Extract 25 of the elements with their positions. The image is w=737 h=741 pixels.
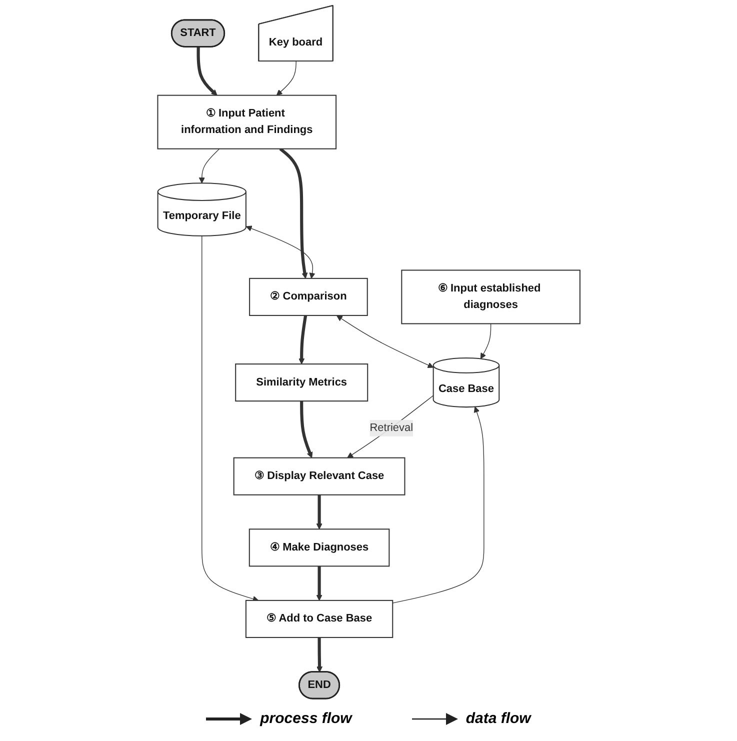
arrow [480,323,491,360]
node-box: ① Input Patient information and Findings [156,94,336,150]
node-box: ⑥ Input established diagnoses [400,270,580,324]
node-box: ② Comparison [248,278,368,316]
arrow [246,226,315,279]
arrow [316,566,322,601]
arrow [392,406,484,604]
legend-label: data flow [466,710,531,727]
node-box: Similarity Metrics [234,364,368,402]
arrow [298,315,307,364]
arrow [278,148,308,279]
arrow [316,494,322,530]
arrow [276,61,296,96]
arrow [201,236,258,602]
node-box: ③ Display Relevant Case [232,457,405,496]
arrow [336,315,434,368]
arrow [316,637,322,672]
arrow [198,148,220,184]
arrow [300,401,312,458]
legend-label: process flow [260,710,352,727]
node-box: ⑤ Add to Case Base [245,600,393,638]
edge-label: Retrieval [369,422,413,434]
node-box: ④ Make Diagnoses [248,528,390,567]
arrow [346,395,434,458]
arrow [196,46,218,96]
